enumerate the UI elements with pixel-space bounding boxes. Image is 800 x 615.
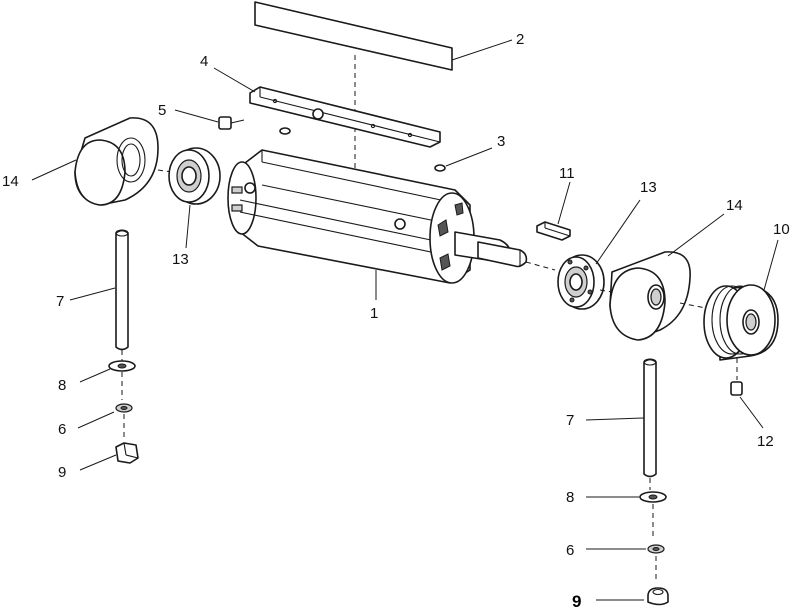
gib-part <box>249 86 441 148</box>
pulley-leader <box>763 239 779 291</box>
cutterhead-callout: 1 <box>370 305 378 322</box>
washer-left-part <box>108 360 136 400</box>
lock-washer-left-leader <box>77 411 115 429</box>
nut-left-callout: 9 <box>58 464 66 481</box>
lock-washer-left-part <box>115 403 133 440</box>
set-screw-leader <box>739 396 764 429</box>
axis-right-3 <box>679 302 707 309</box>
bearing-left-part <box>168 147 221 205</box>
bearing-left-callout: 13 <box>172 251 189 268</box>
stud-right-leader <box>585 417 645 421</box>
lock-washer-right-part <box>647 544 665 580</box>
housing-left-leader <box>31 159 77 181</box>
bolt-callout: 5 <box>158 102 166 119</box>
bearing-right-leader <box>595 199 641 265</box>
washer-left-leader <box>79 368 111 383</box>
lock-washer-left-callout: 6 <box>58 421 66 438</box>
gib-leader <box>213 67 256 93</box>
lock-washer-right-callout: 6 <box>566 542 574 559</box>
key-part <box>536 221 571 241</box>
bearing-housing-left-part <box>74 117 159 206</box>
washer-right-callout: 8 <box>566 489 574 506</box>
cutterhead-part <box>227 149 528 284</box>
housing-right-leader <box>667 213 725 257</box>
bearing-housing-right-part <box>609 251 691 341</box>
stud-left-part <box>115 229 129 362</box>
stud-right-part <box>643 358 657 490</box>
pulley-part <box>703 284 779 361</box>
screw-right-part <box>434 164 446 172</box>
washer-right-part <box>639 491 667 540</box>
washer-left-callout: 8 <box>58 377 66 394</box>
bolt-part <box>218 116 245 130</box>
housing-right-callout: 14 <box>726 197 743 214</box>
screw-left-part <box>279 127 291 135</box>
bearing-right-callout: 13 <box>640 179 657 196</box>
bearing-right-part <box>557 254 605 310</box>
nut-right-callout: 9 <box>572 592 581 611</box>
set-screw-part <box>730 358 743 396</box>
gib-callout: 4 <box>200 53 208 70</box>
set-screw-callout: 12 <box>757 433 774 450</box>
blade-leader <box>451 39 513 61</box>
stud-right-callout: 7 <box>566 412 574 429</box>
nut-left-part <box>115 442 139 464</box>
key-leader <box>557 181 571 225</box>
stud-left-callout: 7 <box>56 293 64 310</box>
screw-leader <box>445 147 493 167</box>
blade-part <box>254 1 453 195</box>
housing-left-callout: 14 <box>2 173 19 190</box>
nut-right-part <box>647 587 669 606</box>
key-callout: 11 <box>559 165 575 182</box>
blade-callout: 2 <box>516 31 524 48</box>
stud-left-leader <box>69 287 116 301</box>
pulley-callout: 10 <box>773 221 790 238</box>
screw-callout: 3 <box>497 133 505 150</box>
axis-right-1 <box>525 261 556 271</box>
bearing-left-leader <box>185 204 191 249</box>
nut-left-leader <box>79 454 117 471</box>
axis-right-2 <box>599 289 613 293</box>
bolt-leader <box>174 109 219 123</box>
